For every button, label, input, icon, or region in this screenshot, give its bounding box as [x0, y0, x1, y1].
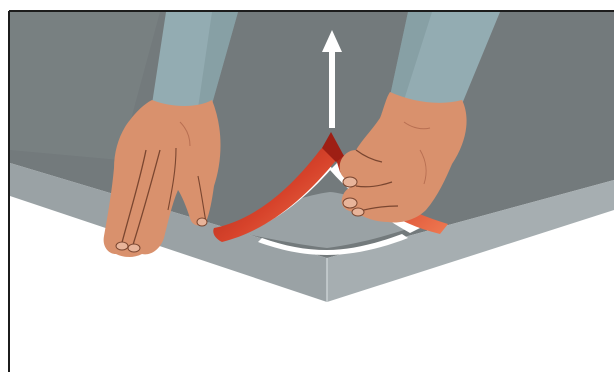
peel-film-illustration [0, 0, 614, 372]
illustration-stage [0, 0, 614, 372]
